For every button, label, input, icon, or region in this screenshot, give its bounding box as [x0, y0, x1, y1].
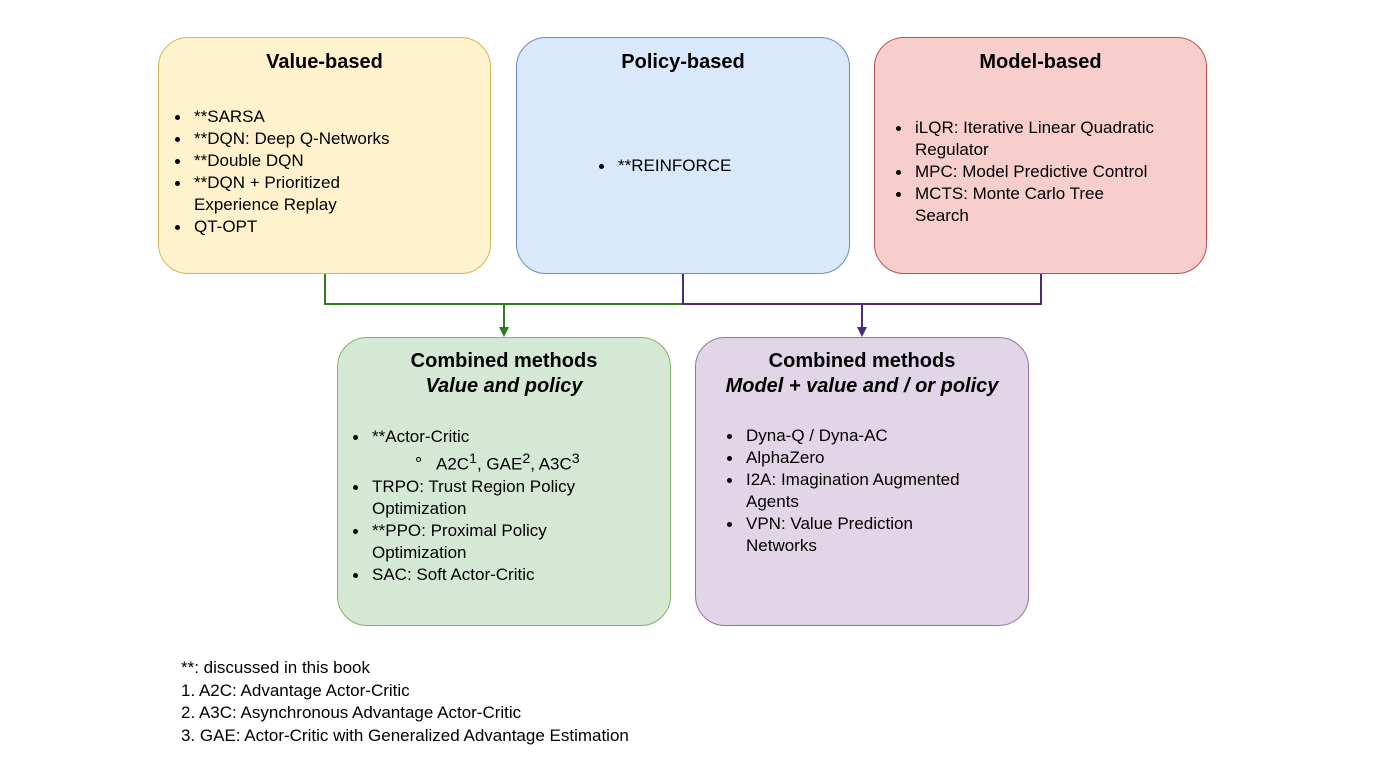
list-item: SAC: Soft Actor-Critic: [350, 564, 580, 586]
list-item-continuation: Agents: [746, 492, 799, 511]
list-item: iLQR: Iterative Linear Quadratic: [893, 117, 1154, 139]
list-item: Dyna-Q / Dyna-AC: [724, 425, 960, 447]
footnote: 3. GAE: Actor-Critic with Generalized Ad…: [181, 725, 629, 745]
list-item: MPC: Model Predictive Control: [893, 161, 1154, 183]
list-item-continuation: Experience Replay: [194, 195, 337, 214]
footnote: **: discussed in this book: [181, 658, 370, 677]
combined-model-box: Combined methods Model + value and / or …: [695, 337, 1029, 626]
value-based-list: **SARSA **DQN: Deep Q-Networks **Double …: [172, 106, 390, 238]
list-item: **REINFORCE: [596, 155, 731, 177]
list-item: I2A: Imagination Augmented: [724, 469, 960, 491]
combined-model-list: Dyna-Q / Dyna-AC AlphaZero I2A: Imaginat…: [724, 425, 960, 557]
list-item-continuation: Optimization: [372, 542, 467, 562]
combined-value-policy-box: Combined methods Value and policy **Acto…: [337, 337, 671, 626]
value-based-box: Value-based **SARSA **DQN: Deep Q-Networ…: [158, 37, 491, 274]
list-item: **DQN + Prioritized: [172, 172, 390, 194]
combined-model-subtitle: Model + value and / or policy: [725, 375, 999, 397]
list-item: VPN: Value Prediction: [724, 513, 960, 535]
list-item-continuation: Optimization: [372, 498, 467, 518]
combined-model-title: Combined methods: [768, 350, 956, 372]
list-item: **SARSA: [172, 106, 390, 128]
footnote: 2. A3C: Asynchronous Advantage Actor-Cri…: [181, 703, 522, 722]
list-item-continuation: Regulator: [915, 140, 989, 159]
list-item: TRPO: Trust Region Policy: [350, 476, 580, 498]
footnote: 1. A2C: Advantage Actor-Critic: [181, 680, 410, 700]
combined-value-policy-title: Combined methods: [410, 350, 598, 372]
footnote-ref-2: 2: [522, 451, 531, 467]
combined-value-policy-subtitle: Value and policy: [425, 375, 583, 397]
green-connector: [324, 274, 683, 305]
list-item-continuation: Networks: [746, 536, 817, 555]
value-based-title: Value-based: [266, 51, 383, 73]
list-item: QT-OPT: [172, 216, 390, 238]
policy-based-title: Policy-based: [621, 51, 745, 73]
policy-based-list: **REINFORCE: [596, 155, 731, 177]
footnote-ref-1: 1: [469, 451, 477, 467]
list-item: AlphaZero: [724, 447, 960, 469]
a3c-label: , A3C: [530, 454, 572, 474]
combined-value-policy-list: **Actor-Critic A2C1, GAE2, A3C3 TRPO: Tr…: [350, 426, 580, 586]
list-item: **Actor-Critic: [350, 426, 580, 448]
list-item-continuation: Search: [915, 206, 969, 225]
purple-connector: [682, 274, 1042, 305]
sub-list-item: A2C1, GAE2, A3C3: [350, 448, 580, 476]
list-item: MCTS: Monte Carlo Tree: [893, 183, 1154, 205]
model-based-title: Model-based: [979, 51, 1102, 73]
model-based-box: Model-based iLQR: Iterative Linear Quadr…: [874, 37, 1207, 274]
footnote-ref-3: 3: [571, 451, 580, 467]
gae-label: , GAE: [476, 454, 523, 474]
a2c-label: A2C: [436, 454, 470, 474]
list-item: **DQN: Deep Q-Networks: [172, 128, 390, 150]
footnotes: **: discussed in this book 1. A2C: Advan…: [181, 657, 629, 747]
list-item: **Double DQN: [172, 150, 390, 172]
policy-based-box: Policy-based **REINFORCE: [516, 37, 850, 274]
model-based-list: iLQR: Iterative Linear Quadratic Regulat…: [893, 117, 1154, 227]
list-item: **PPO: Proximal Policy: [350, 520, 580, 542]
